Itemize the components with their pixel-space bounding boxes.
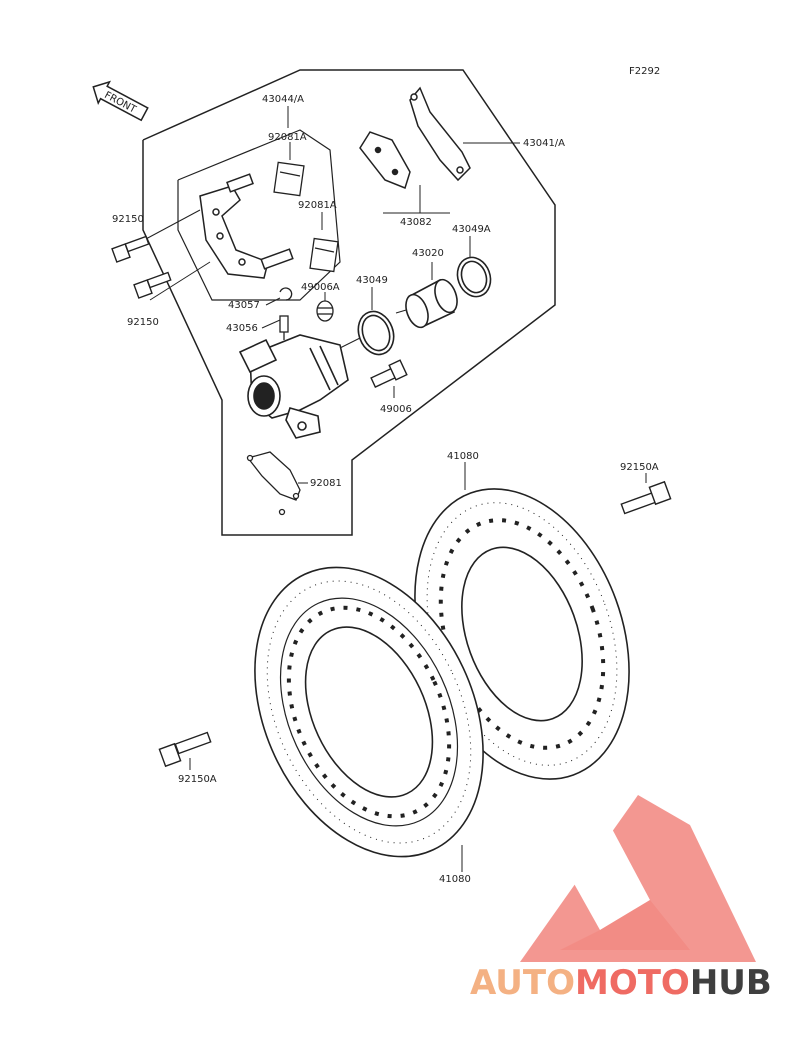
callout-41080-top: 41080	[447, 451, 479, 462]
callout-41080-bottom: 41080	[439, 874, 471, 885]
bleeder-valve-43056	[279, 315, 289, 340]
pad-spring-lower	[309, 237, 339, 273]
bolt-92150-top	[111, 235, 150, 263]
callout-43049: 43049	[356, 275, 388, 286]
assembly-boundary	[142, 69, 556, 536]
brake-pad-left	[359, 131, 411, 189]
leader-lines	[143, 106, 647, 872]
callout-49006: 49006	[380, 404, 412, 415]
piston-43020	[405, 278, 458, 329]
callout-92150-bottom: 92150	[127, 317, 159, 328]
callout-43041A: 43041/A	[523, 138, 565, 149]
callout-92150-top: 92150	[112, 214, 144, 225]
pad-spring-92081	[246, 451, 301, 516]
callout-43082: 43082	[400, 217, 432, 228]
caliper-body	[238, 334, 349, 439]
callout-43020: 43020	[412, 248, 444, 259]
dust-seal-43049	[357, 310, 395, 356]
disc-bolt-left	[158, 731, 212, 768]
diagram-code: F2292	[629, 66, 660, 77]
callout-43044A: 43044/A	[262, 94, 304, 105]
callout-43049A: 43049A	[452, 224, 491, 235]
callout-92150A-left: 92150A	[178, 774, 217, 785]
callout-92081A-top: 92081A	[268, 132, 307, 143]
watermark-logo-icon	[520, 795, 756, 962]
watermark-moto: MOTO	[574, 963, 690, 1003]
watermark-hub: HUB	[689, 963, 772, 1003]
watermark-text: AUTOMOTOHUB	[470, 960, 800, 1006]
callout-49006A: 49006A	[301, 282, 340, 293]
callout-92081: 92081	[310, 478, 342, 489]
callout-92081A-mid: 92081A	[298, 200, 337, 211]
disc-bolt-right	[620, 480, 672, 515]
watermark-auto: AUTO	[470, 963, 575, 1003]
pad-spring-upper	[273, 161, 305, 197]
caliper-bracket	[199, 173, 294, 279]
callout-43056: 43056	[226, 323, 258, 334]
bolt-92150-bottom	[133, 271, 172, 299]
brake-disc-left	[254, 566, 484, 858]
bolt-49006	[370, 359, 408, 388]
boot-49006A	[316, 300, 334, 322]
front-arrow-icon: FRONT	[92, 80, 149, 122]
callout-43057: 43057	[228, 300, 260, 311]
piston-seal-43049A	[456, 256, 492, 298]
brake-pad-right	[409, 86, 471, 182]
bracket-boundary	[177, 129, 341, 301]
bleeder-cap-43057	[279, 287, 293, 301]
callout-92150A-right: 92150A	[620, 462, 659, 473]
